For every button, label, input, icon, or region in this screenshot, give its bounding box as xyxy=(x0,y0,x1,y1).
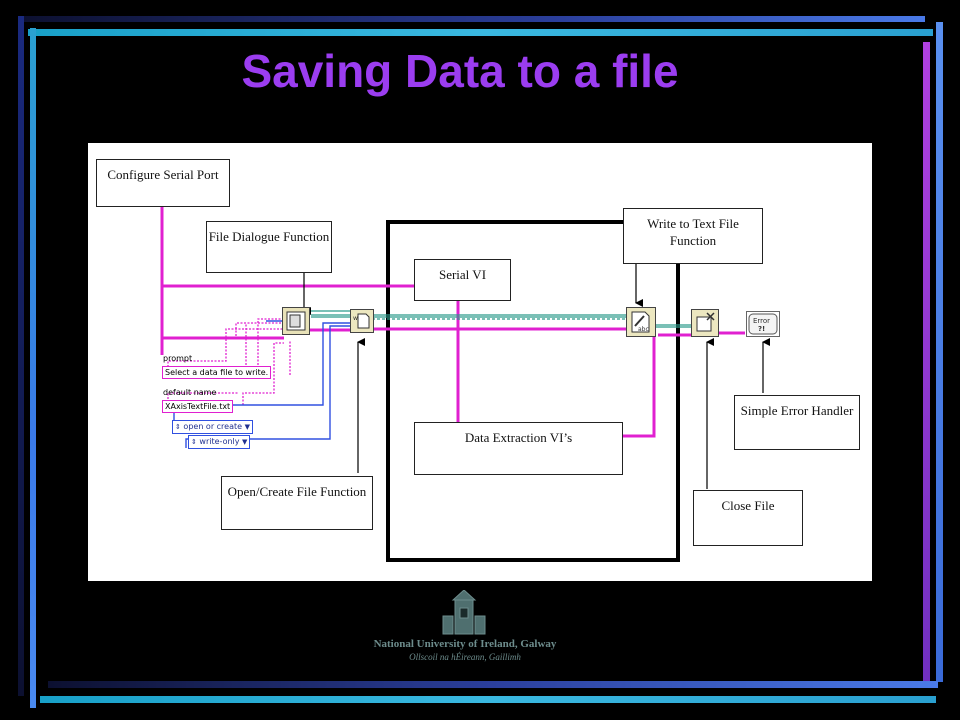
label-serial-vi: Serial VI xyxy=(414,259,511,301)
prompt-constant: Select a data file to write. xyxy=(162,366,272,379)
label-close-file: Close File xyxy=(693,490,803,546)
labview-block-diagram: Configure Serial Port File Dialogue Func… xyxy=(88,143,872,581)
dropdown-icon: ▼ xyxy=(242,438,248,446)
label-configure-serial-port: Configure Serial Port xyxy=(96,159,230,207)
frame-right-blue xyxy=(936,22,943,682)
callout-arrows xyxy=(303,264,770,489)
logo-line-2: Ollscoil na hÉireann, Gaillimh xyxy=(409,652,521,662)
label-file-dialogue-function: File Dialogue Function xyxy=(206,221,332,273)
open-or-create-enum: ⇕ open or create ▼ xyxy=(172,420,253,434)
write-only-value: write-only xyxy=(199,437,240,446)
default-name-constant: XAxisTextFile.txt xyxy=(162,400,234,413)
frame-bottom-light xyxy=(40,696,936,703)
error-handler-icon: Error ?! xyxy=(748,313,778,335)
open-or-create-value: open or create xyxy=(183,422,243,431)
slide-title: Saving Data to a file xyxy=(241,45,679,97)
svg-text:w: w xyxy=(353,315,358,322)
close-file-node xyxy=(691,309,719,337)
enum-arrow-icon: ⇕ xyxy=(191,438,197,446)
frame-top-dark xyxy=(20,16,925,22)
file-dialog-icon xyxy=(286,311,306,331)
refnum-wires xyxy=(311,310,692,328)
default-name-label: default name xyxy=(163,388,217,397)
sequence-structure-frame xyxy=(386,220,680,562)
write-file-icon: abc xyxy=(631,311,650,333)
svg-text:abc: abc xyxy=(638,326,649,333)
frame-top-light xyxy=(28,29,933,36)
label-write-to-text-file-function: Write to Text File Function xyxy=(623,208,763,264)
write-text-file-node: abc xyxy=(626,307,656,337)
close-file-icon xyxy=(696,312,715,332)
svg-text:?!: ?! xyxy=(758,325,765,333)
open-file-icon: w xyxy=(353,313,370,329)
prompt-label: prompt xyxy=(163,354,193,363)
label-open-create-file-function: Open/Create File Function xyxy=(221,476,373,530)
file-dialog-node xyxy=(282,307,310,335)
frame-left-dark xyxy=(18,16,24,696)
university-crest-icon xyxy=(442,589,486,635)
string-wires xyxy=(160,205,745,447)
label-simple-error-handler: Simple Error Handler xyxy=(734,395,860,450)
diagram-wiring xyxy=(160,205,770,562)
frame-right-purple xyxy=(923,42,930,682)
enum-arrow-icon: ⇕ xyxy=(175,423,181,431)
frame-bottom-dark xyxy=(48,681,938,688)
logo-line-1: National University of Ireland, Galway xyxy=(373,638,557,650)
svg-text:Error: Error xyxy=(753,317,770,325)
label-data-extraction-vis: Data Extraction VI’s xyxy=(414,422,623,475)
open-create-file-node: w xyxy=(350,309,374,333)
dropdown-icon: ▼ xyxy=(244,423,250,431)
write-only-enum: ⇕ write-only ▼ xyxy=(188,435,251,449)
error-handler-node: Error ?! xyxy=(746,311,780,337)
university-logo: National University of Ireland, Galway O… xyxy=(345,589,585,670)
frame-left-light xyxy=(30,28,36,708)
